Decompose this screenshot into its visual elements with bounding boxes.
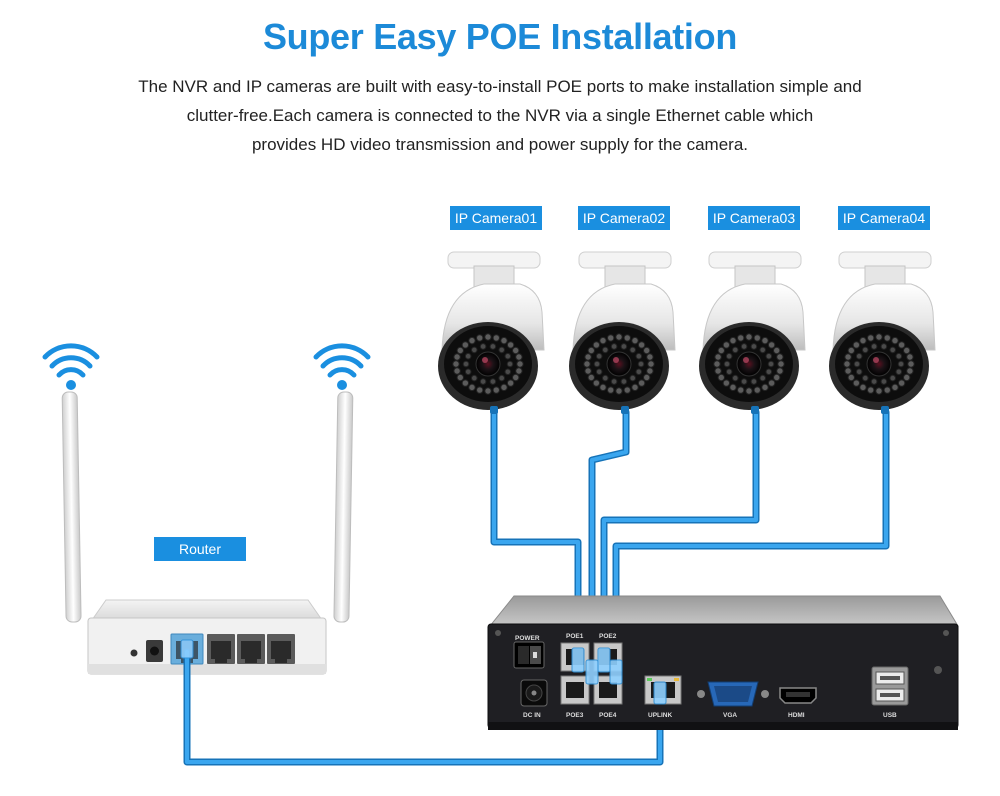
router-antenna-left: [61, 391, 82, 623]
ip-camera: [569, 251, 676, 414]
uplink-label: UPLINK: [648, 712, 673, 719]
usb-ports: [871, 666, 909, 706]
page-title: Super Easy POE Installation: [262, 16, 738, 57]
ip-camera: [829, 251, 936, 414]
router: [42, 343, 371, 675]
dc-in-port: [520, 679, 548, 707]
router-lan-port: [237, 634, 265, 664]
usb-label: USB: [883, 712, 897, 719]
camera-label: IP Camera03: [708, 206, 800, 230]
router-lan-port: [207, 634, 235, 664]
wifi-icon: [42, 343, 100, 390]
vga-label: VGA: [723, 712, 737, 719]
hdmi-label: HDMI: [788, 712, 805, 719]
nvr-top: [488, 595, 959, 627]
poe2-label: POE2: [599, 633, 617, 640]
description: The NVR and IP cameras are built with ea…: [120, 72, 880, 159]
ethernet-cables: [183, 408, 890, 766]
power-switch: [513, 641, 545, 669]
router-antenna-right: [333, 391, 354, 623]
router-label: Router: [154, 537, 246, 561]
rj45-connectors: [180, 639, 667, 705]
hdmi-port: [779, 687, 817, 704]
poe4-label: POE4: [599, 712, 617, 719]
nvr: POWER DC IN POE1 POE2 POE3 POE4: [487, 595, 959, 730]
power-label: POWER: [515, 635, 540, 642]
camera-label: IP Camera01: [450, 206, 542, 230]
camera-label: IP Camera04: [838, 206, 930, 230]
router-lan-port: [267, 634, 295, 664]
description-line-3: provides HD video transmission and power…: [251, 135, 749, 154]
wifi-icon: [313, 343, 371, 390]
cameras: [438, 251, 936, 414]
description-line-2: clutter-free.Each camera is connected to…: [186, 106, 814, 125]
camera-label: IP Camera02: [578, 206, 670, 230]
dc-in-label: DC IN: [523, 712, 541, 719]
poe3-port: [560, 675, 590, 705]
description-line-1: The NVR and IP cameras are built with ea…: [138, 77, 862, 96]
ip-camera: [699, 251, 806, 414]
poe3-label: POE3: [566, 712, 584, 719]
poe1-label: POE1: [566, 633, 584, 640]
router-top: [91, 599, 323, 621]
ip-camera: [438, 251, 545, 414]
reset-button: [130, 649, 138, 657]
vga-port: [697, 681, 769, 707]
